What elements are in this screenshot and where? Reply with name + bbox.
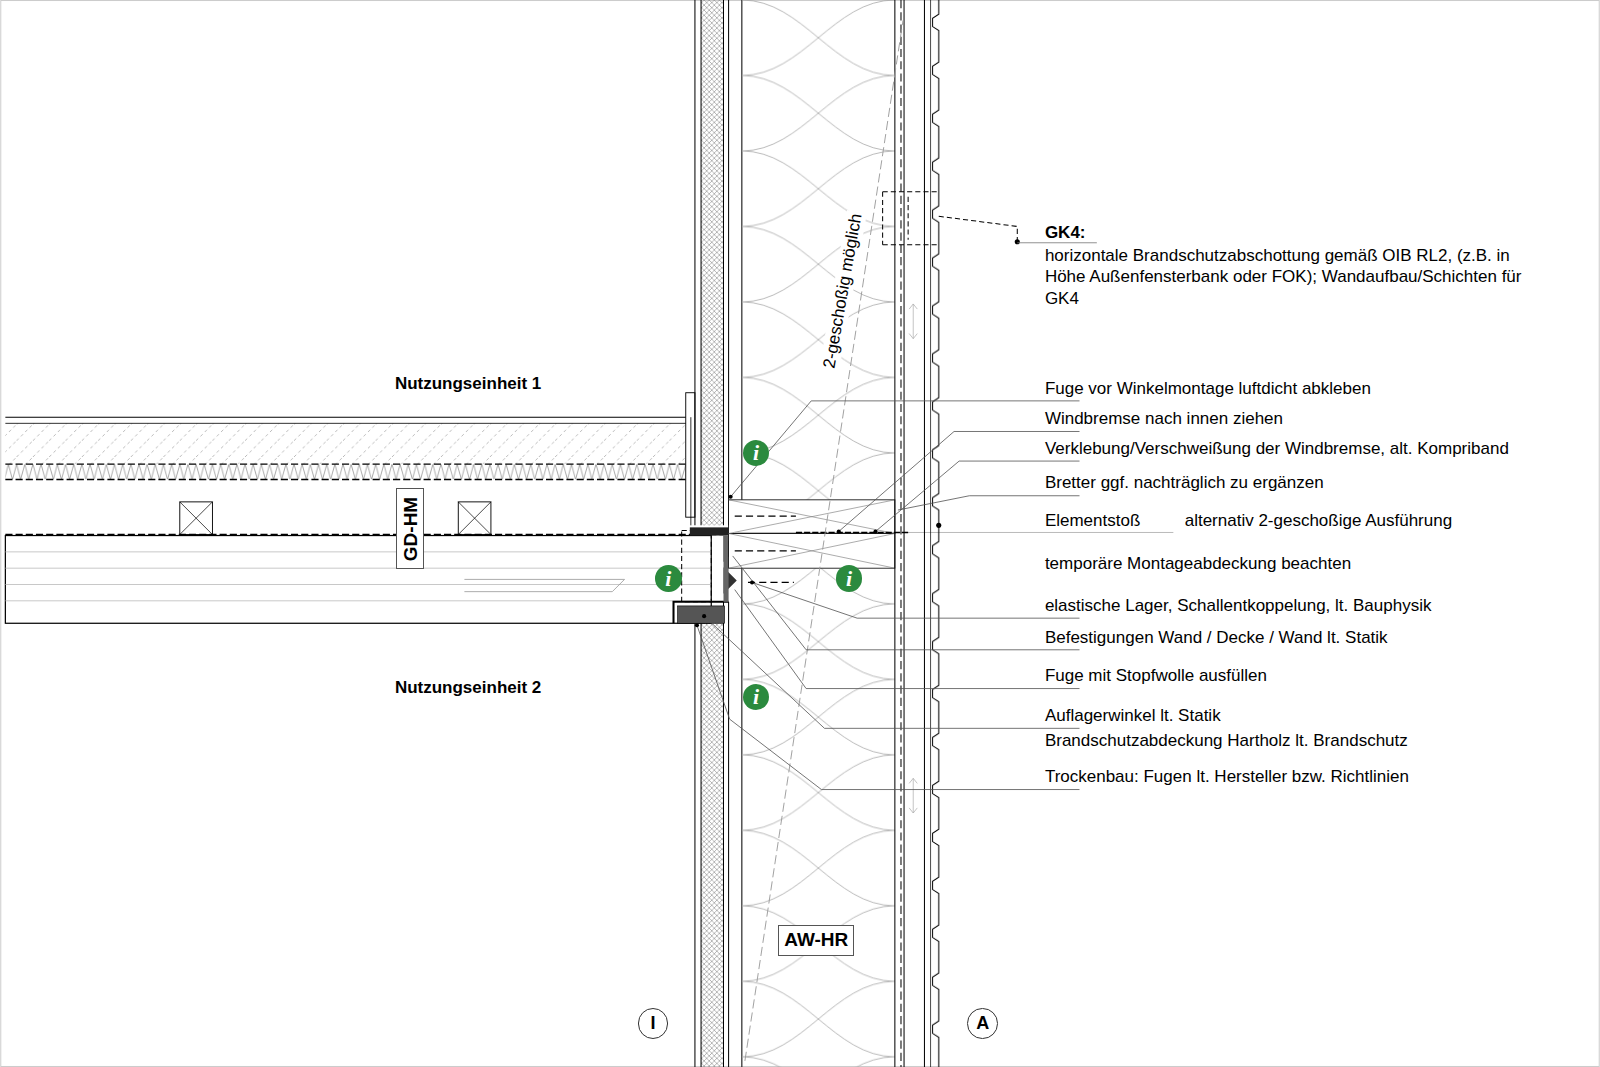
component-tag: GD-HM (396, 488, 425, 570)
side-marker: A (967, 1008, 998, 1039)
callout-text: Bretter ggf. nachträglich zu ergänzen (1045, 473, 1324, 493)
note-heading: GK4: (1045, 223, 1086, 243)
callout-text: Windbremse nach innen ziehen (1045, 409, 1283, 429)
callout-text: elastische Lager, Schallentkoppelung, lt… (1045, 596, 1432, 616)
marker-letter: I (651, 1014, 656, 1032)
callout-text: Brandschutzabdeckung Hartholz lt. Brands… (1045, 731, 1408, 751)
info-letter: i (846, 568, 852, 590)
tag-text: AW-HR (784, 929, 848, 950)
marker-letter: A (976, 1014, 989, 1032)
info-letter: i (753, 686, 759, 708)
callout-text: Elementstoß (1045, 511, 1140, 531)
side-marker: I (638, 1008, 669, 1039)
callout-text: Trockenbau: Fugen lt. Hersteller bzw. Ri… (1045, 767, 1409, 787)
note-text: horizontale Brandschutzabschottung gemäß… (1045, 245, 1525, 309)
info-letter: i (665, 568, 671, 590)
callout-text: alternativ 2-geschoßige Ausführung (1185, 511, 1452, 531)
info-letter: i (753, 442, 759, 464)
callout-text: Verklebung/Verschweißung der Windbremse,… (1045, 439, 1509, 459)
annotation: 2-geschoßig möglich (819, 210, 867, 372)
info-icon: i (743, 684, 770, 711)
callout-text: Fuge mit Stopfwolle ausfüllen (1045, 666, 1267, 686)
callout-text: Auflagerwinkel lt. Statik (1045, 706, 1221, 726)
callout-text: temporäre Montageabdeckung beachten (1045, 554, 1351, 574)
callout-text: Befestigungen Wand / Decke / Wand lt. St… (1045, 628, 1388, 648)
zone-name: Nutzungseinheit 1 (395, 374, 541, 394)
tag-text: GD-HM (401, 496, 420, 560)
zone-name: Nutzungseinheit 2 (395, 678, 541, 698)
info-icon: i (743, 440, 770, 467)
info-icon: i (655, 565, 682, 592)
component-tag: AW-HR (778, 925, 854, 956)
info-icon: i (836, 565, 863, 592)
callout-text: Fuge vor Winkelmontage luftdicht abklebe… (1045, 379, 1371, 399)
